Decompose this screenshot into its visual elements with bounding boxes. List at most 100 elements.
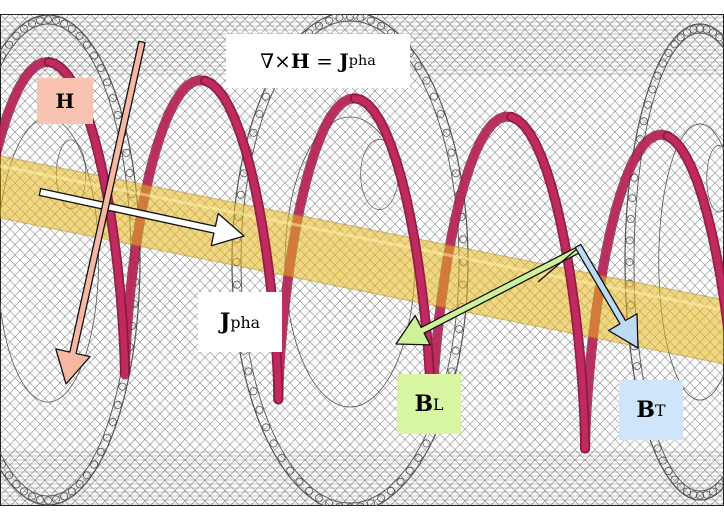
coil-bead bbox=[683, 487, 692, 496]
coil-bead bbox=[60, 19, 69, 28]
coil-bead bbox=[75, 31, 84, 40]
coil-bead bbox=[459, 235, 468, 244]
coil-bead bbox=[96, 447, 105, 456]
coil-bead bbox=[356, 502, 365, 506]
coil-bead bbox=[702, 490, 711, 499]
coil-ring bbox=[633, 32, 724, 492]
mesh-line bbox=[469, 245, 724, 506]
coil-bead bbox=[244, 367, 253, 376]
coil-bead bbox=[658, 456, 667, 465]
coil-bead bbox=[715, 482, 724, 491]
mesh-line bbox=[629, 409, 724, 506]
field-arrows bbox=[38, 40, 639, 385]
coil-bead bbox=[269, 439, 278, 448]
coil-bead bbox=[67, 24, 76, 33]
coil-bead bbox=[346, 503, 354, 506]
coil-bead bbox=[75, 480, 84, 489]
coil-bead bbox=[366, 499, 375, 506]
coil-bead bbox=[83, 471, 92, 480]
arrow-B-L bbox=[395, 246, 581, 346]
coil-bead bbox=[236, 190, 245, 199]
coil-bead bbox=[366, 16, 375, 25]
helix-segment bbox=[201, 77, 282, 403]
coil-bead bbox=[696, 491, 705, 500]
label-BL-field: B bbox=[414, 391, 434, 417]
coil-bead bbox=[451, 346, 460, 355]
coil-bead bbox=[436, 110, 445, 119]
coil-bead bbox=[12, 31, 21, 40]
coil-bead bbox=[0, 460, 6, 469]
mesh-line bbox=[399, 173, 724, 506]
coil-bead bbox=[0, 51, 6, 60]
mesh-line bbox=[499, 14, 724, 244]
mesh-line bbox=[449, 224, 724, 506]
mesh-line bbox=[639, 14, 724, 101]
coil-bead bbox=[60, 492, 69, 501]
coil-bead bbox=[108, 418, 117, 427]
coil-bead bbox=[451, 169, 460, 178]
coil-bead bbox=[653, 71, 662, 80]
coil-bead bbox=[670, 40, 679, 49]
label-BL-subscript: L bbox=[433, 394, 444, 414]
coil-bead bbox=[405, 466, 414, 475]
coil-bead bbox=[708, 28, 717, 37]
coil-bead bbox=[90, 460, 99, 469]
coil-bead bbox=[335, 14, 344, 22]
coil-bead bbox=[113, 400, 122, 409]
arrow-B-L-tail bbox=[537, 247, 579, 283]
coil-bead bbox=[422, 76, 431, 85]
mesh-line bbox=[509, 14, 724, 234]
coil-bead bbox=[44, 496, 53, 505]
mesh-line bbox=[419, 194, 724, 506]
label-J-subscript: pha bbox=[230, 312, 261, 332]
mesh-line bbox=[0, 495, 11, 506]
coil-bead bbox=[295, 477, 304, 486]
mesh-line bbox=[589, 14, 724, 152]
mesh-line bbox=[549, 14, 724, 193]
curl-equals: = bbox=[316, 49, 333, 73]
mesh-line bbox=[559, 14, 724, 183]
coil-bead bbox=[414, 453, 423, 462]
coil-bead bbox=[429, 92, 438, 101]
coil-ring bbox=[658, 123, 724, 401]
coil-bead bbox=[625, 257, 634, 266]
coil-bead bbox=[4, 471, 13, 480]
coil-bead bbox=[108, 93, 117, 102]
coil-bead bbox=[35, 16, 44, 25]
coil-bead bbox=[102, 433, 111, 442]
mesh-line bbox=[519, 14, 724, 224]
coil-bead bbox=[346, 14, 354, 21]
mesh-line bbox=[639, 419, 724, 506]
coil-bead bbox=[683, 28, 692, 37]
coil-bead bbox=[721, 40, 724, 48]
coil-bead bbox=[125, 169, 134, 178]
label-J-field: J bbox=[219, 309, 231, 335]
coil-bead bbox=[255, 110, 264, 119]
coil-bead bbox=[255, 405, 264, 414]
coil-bead bbox=[628, 194, 637, 203]
coil-bead bbox=[414, 62, 423, 71]
coil-bead bbox=[676, 482, 685, 491]
curl-operator: ∇× bbox=[260, 49, 291, 73]
curl-rhs-subscript: pha bbox=[348, 53, 376, 69]
coil-bead bbox=[422, 439, 431, 448]
coil-bead bbox=[286, 466, 295, 475]
mesh-line bbox=[619, 14, 724, 121]
coil-bead bbox=[314, 494, 323, 503]
coil-bead bbox=[648, 85, 657, 94]
coil-bead bbox=[396, 477, 405, 486]
coil-bead bbox=[90, 51, 99, 60]
coil-bead bbox=[455, 325, 464, 334]
label-H: H bbox=[37, 78, 93, 124]
coil-bead bbox=[689, 25, 698, 34]
coil-bead bbox=[356, 14, 365, 22]
coil-bead bbox=[721, 476, 724, 484]
coil-bead bbox=[708, 487, 717, 496]
coil-ring bbox=[0, 14, 141, 506]
arrow-B-T bbox=[574, 243, 639, 349]
mesh-line bbox=[0, 14, 11, 25]
